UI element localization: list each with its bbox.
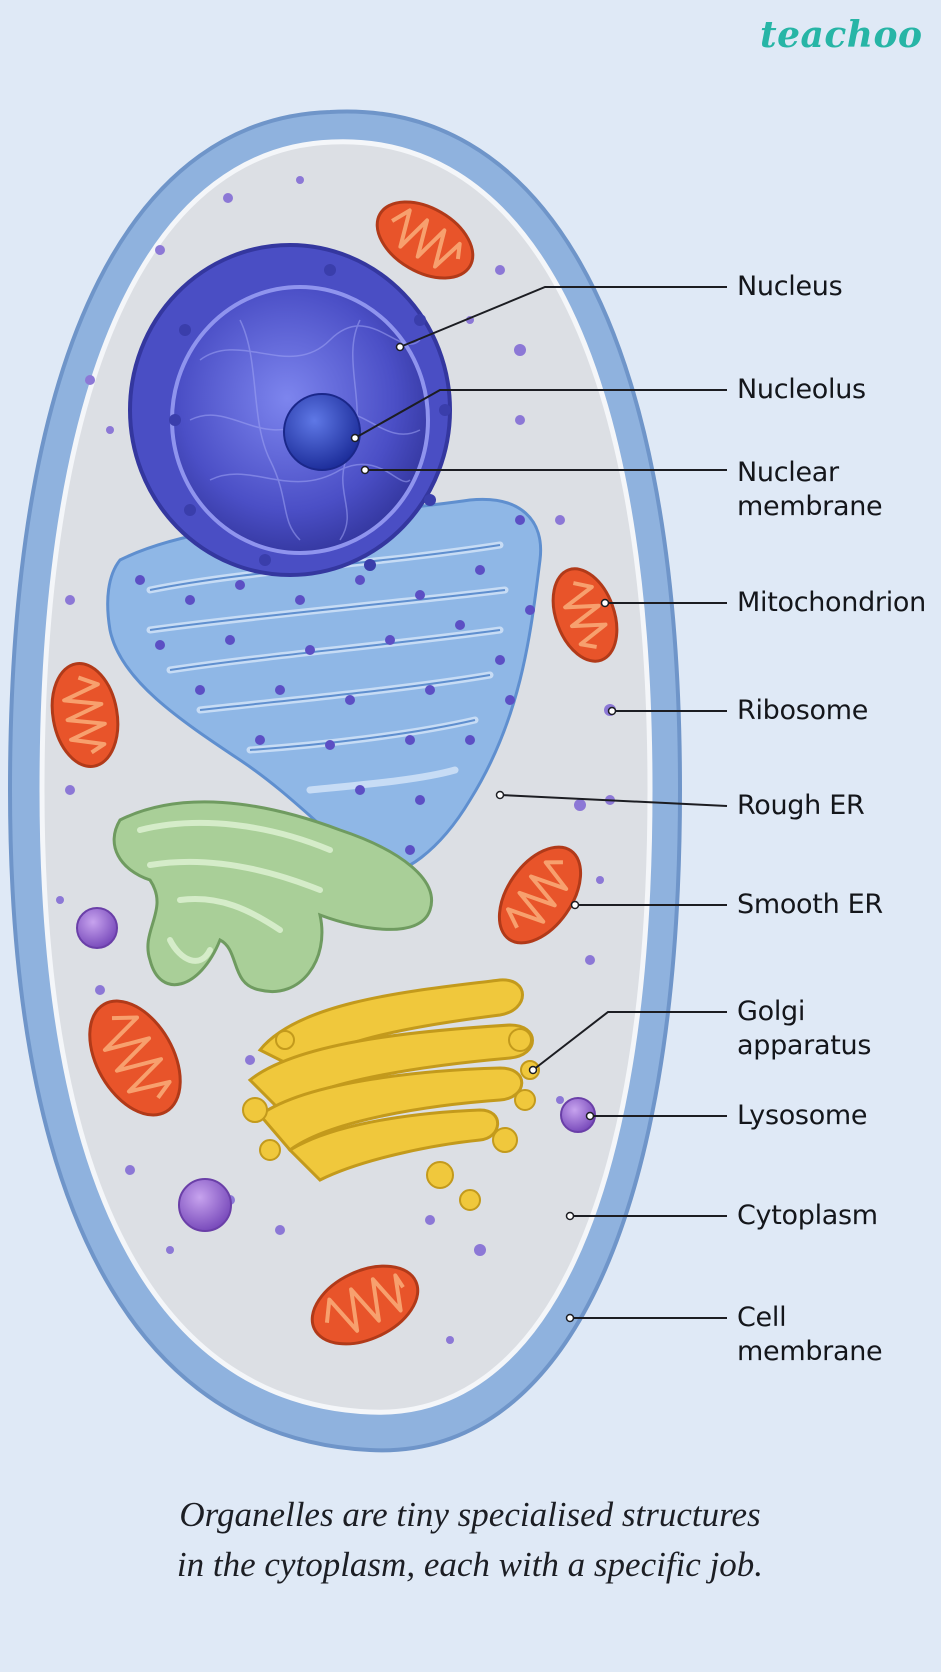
label-lysosome: Lysosome <box>737 1100 868 1131</box>
caption: Organelles are tiny specialised structur… <box>60 1490 880 1600</box>
mitochondrion-right-upper <box>551 567 619 663</box>
label-golgi-apparatus: Golgi apparatus <box>737 996 872 1061</box>
label-cell-membrane: Cell membrane <box>737 1302 883 1367</box>
label-cytoplasm: Cytoplasm <box>737 1200 878 1231</box>
label-nuclear-membrane: Nuclear membrane <box>737 456 937 524</box>
label-nucleolus: Nucleolus <box>737 374 866 405</box>
mitochondrion-lower-left <box>88 999 182 1117</box>
mitochondria <box>50 200 619 1346</box>
label-nuclear-membrane-line1: Nuclear <box>737 457 839 488</box>
golgi-apparatus <box>242 978 540 1211</box>
leader-lines <box>354 286 728 1319</box>
caption-line2: in the cytoplasm, each with a specific j… <box>176 1545 764 1584</box>
label-mitochondrion: Mitochondrion <box>737 587 926 618</box>
label-smooth-er: Smooth ER <box>737 889 883 920</box>
mitochondrion-left <box>50 661 120 769</box>
leader-endpoints <box>350 342 617 1323</box>
smooth-er <box>112 800 433 993</box>
lysosomes <box>76 907 596 1232</box>
nucleolus <box>283 393 361 471</box>
label-rough-er: Rough ER <box>737 790 865 821</box>
caption-line1: Organelles are tiny specialised structur… <box>179 1495 761 1534</box>
mitochondrion-bottom <box>310 1264 420 1346</box>
label-ribosome: Ribosome <box>737 695 869 726</box>
mitochondrion-top <box>375 200 475 280</box>
label-nucleus: Nucleus <box>737 271 843 302</box>
label-nuclear-membrane-line2: membrane <box>737 491 883 522</box>
teachoo-logo: teachoo <box>760 14 923 56</box>
mitochondrion-right-lower <box>497 845 583 945</box>
